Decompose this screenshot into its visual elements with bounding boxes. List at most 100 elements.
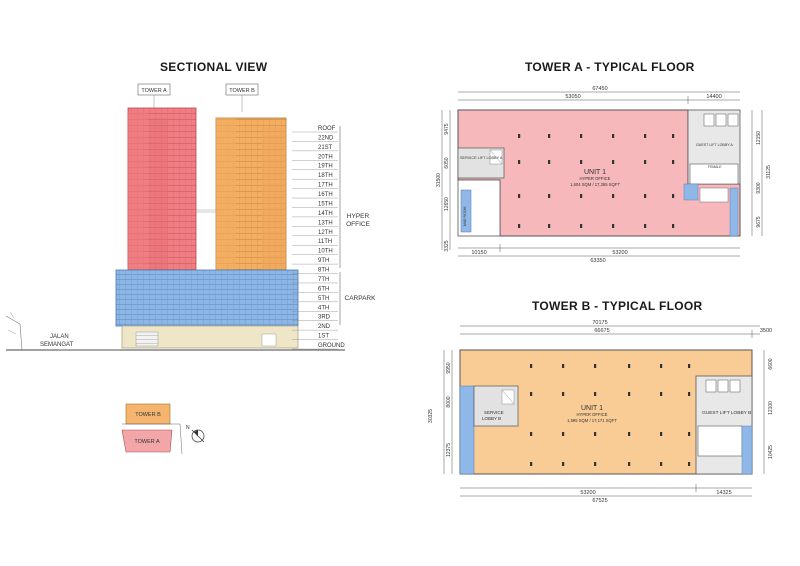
tower-b-dim-left-1: 9950 [446,362,452,373]
structural-column [660,432,663,436]
tower-a-dim-bottom-mid: 53200 [612,250,627,256]
tower-b-plan-title: TOWER B - TYPICAL FLOOR [532,299,703,313]
tower-a-dim-right-3: 9675 [756,216,762,227]
structural-column [660,462,663,466]
tower-a-dim-left-1: 9475 [444,123,450,134]
floor-label-8th: 8TH [318,268,329,274]
tower-b-unit-title: UNIT 1 [581,405,603,412]
structural-column [518,160,521,164]
floor-label-22nd: 22ND [318,135,334,141]
tower-a-dim-left-total: 31500 [436,173,442,187]
structural-column [562,392,565,396]
tower-a-dim-right-total: 31125 [766,165,772,179]
tower-a-unit-title: UNIT 1 [584,169,606,176]
tower-b-columns [530,364,691,466]
tower-a-female-label: FEMALE [708,165,722,169]
floor-label-13th: 13TH [318,220,333,226]
structural-column [594,432,597,436]
structural-column [530,392,533,396]
structural-column [612,194,615,198]
floor-label-1st: 1ST [318,334,329,340]
floor-label-16th: 16TH [318,192,333,198]
structural-column [548,134,551,138]
street-label-line1: JALAN [50,334,69,340]
structural-column [688,364,691,368]
structural-column [688,462,691,466]
structural-column [518,224,521,228]
street-label-line2: SEMANGAT [40,342,74,348]
floor-label-6th: 6TH [318,286,329,292]
structural-column [580,134,583,138]
floor-label-18th: 18TH [318,173,333,179]
tower-a-dim-left-4: 3325 [444,240,450,251]
floor-level-labels: ROOF22ND21ST20TH19TH18TH17TH16TH15TH14TH… [292,126,345,350]
structural-column [530,432,533,436]
tower-a-dim-bottom-left: 10150 [471,250,486,256]
structural-column [594,364,597,368]
tower-b-dim-top-left: 66675 [594,328,609,334]
north-label: N [186,425,190,431]
structural-column [644,160,647,164]
tower-b-dim-bottom-mid: 53200 [580,490,595,496]
structural-column [644,224,647,228]
structural-column [660,364,663,368]
tower-a-guest-lobby-label: GUEST LIFT LOBBY A [696,143,733,147]
tower-b-dim-top-right: 3500 [760,328,772,334]
structural-column [530,364,533,368]
structural-column [660,392,663,396]
tower-b-plan: SERVICE LOBBY B GUEST LIFT LOBBY B UNIT … [428,320,774,504]
floor-label-12th: 12TH [318,230,333,236]
tower-b-unit-type: HYPER OFFICE [577,412,608,417]
floor-label-7th: 7TH [318,277,329,283]
tower-b-unit-area: 1,595 SQM / 17,171 SQFT [567,418,617,423]
structural-column [580,224,583,228]
tower-a-tag-label: TOWER A [141,88,167,94]
tower-a-dim-right-2: 9300 [756,182,762,193]
structural-column [672,224,675,228]
structural-column [580,194,583,198]
tower-b-dim-left-3: 12375 [446,443,452,457]
structural-column [518,194,521,198]
tower-b-dim-top-total: 70175 [592,320,607,326]
structural-column [688,392,691,396]
structural-column [672,134,675,138]
tower-a-dim-left-3: 12650 [444,197,450,211]
keyplan-tower-a-label: TOWER A [134,439,160,445]
tower-b-dim-bottom-right: 14325 [716,490,731,496]
floor-label-21st: 21ST [318,145,333,151]
floor-label-4th: 4TH [318,305,329,311]
floor-label-2nd: 2ND [318,324,331,330]
floor-label-5th: 5TH [318,296,329,302]
floor-label-11th: 11TH [318,239,332,245]
structural-column [612,224,615,228]
floor-label-14th: 14TH [318,211,333,217]
carpark-block [115,269,299,327]
tower-a-unit-type: HYPER OFFICE [580,176,611,181]
floor-label-3rd: 3RD [318,315,331,321]
tower-b-dim-right-3: 10425 [768,445,774,459]
tower-a-service-lobby-label: SERVICE LIFT LOBBY A [460,156,503,160]
tower-a-dim-bottom-total: 63350 [590,258,605,264]
structural-column [594,392,597,396]
structural-column [672,194,675,198]
tower-b-dim-bottom-total: 67525 [592,498,607,504]
tower-a-columns [518,134,675,228]
structural-column [548,224,551,228]
tower-b-guest-lobby-label: GUEST LIFT LOBBY B [702,410,751,416]
keyplan-tower-b-label: TOWER B [135,412,161,418]
structural-column [612,134,615,138]
tower-b-service-lobby-line1: SERVICE [484,410,504,415]
structural-column [562,462,565,466]
tower-a-plan-title: TOWER A - TYPICAL FLOOR [525,60,695,74]
structural-column [530,462,533,466]
floor-label-9th: 9TH [318,258,329,264]
structural-column [644,134,647,138]
podium-block [121,325,299,349]
floor-label-ground: GROUND [318,343,345,349]
structural-column [548,160,551,164]
floor-label-19th: 19TH [318,164,333,170]
structural-column [580,160,583,164]
structural-column [562,432,565,436]
tower-b-tag-label: TOWER B [229,88,255,94]
zone-carpark-label: CARPARK [345,295,377,302]
